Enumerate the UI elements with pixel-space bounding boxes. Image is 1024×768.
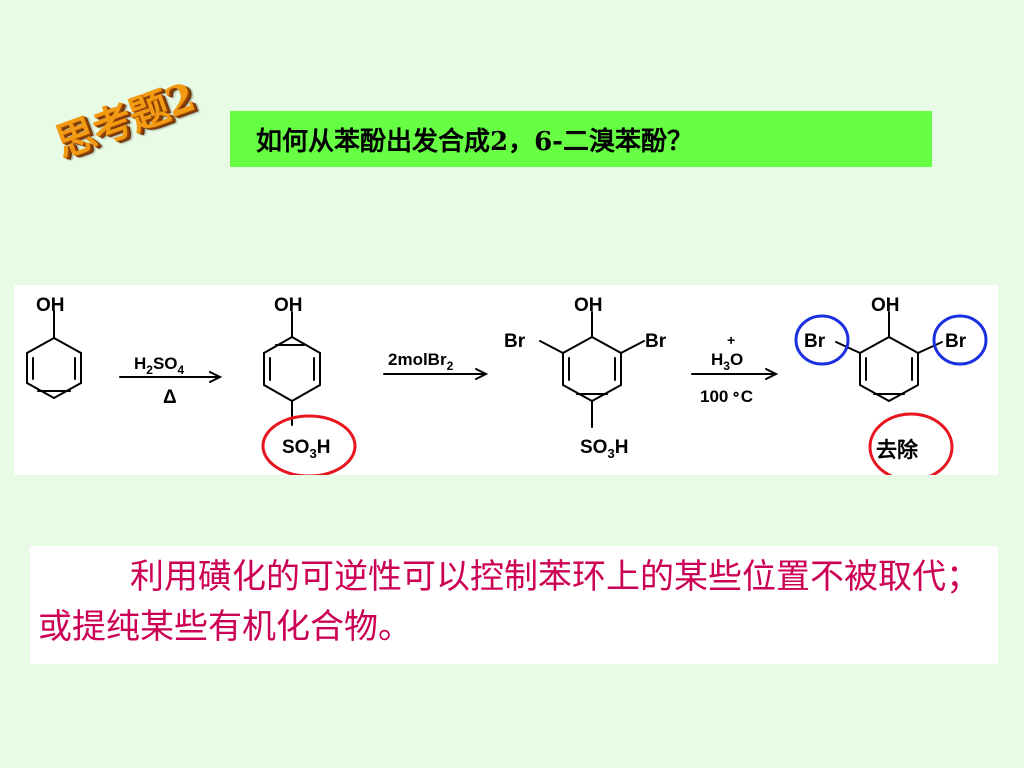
question-text: 如何从苯酚出发合成2，6-二溴苯酚？ (256, 126, 693, 157)
hydroxybenzenesulfonic-acid-structure (263, 311, 321, 426)
thinking-question-badge: 思考题2 (49, 73, 201, 168)
so3h-label-3: SO3H (580, 437, 628, 461)
step3-temperature: 100∘C (700, 386, 753, 406)
oh-label-2: OH (274, 295, 303, 316)
br-label-4-right: Br (945, 331, 967, 352)
step1-reagent: H2SO4 (134, 354, 185, 377)
br-left-highlight-circle (794, 314, 850, 366)
explanation-text: 利用磺化的可逆性可以控制苯环上的某些位置不被取代；或提纯某些有机化合物。 (38, 557, 980, 647)
question-banner: 如何从苯酚出发合成2，6-二溴苯酚？ (230, 111, 932, 167)
step1-condition: Δ (163, 387, 177, 408)
step3-plus: + (727, 332, 735, 348)
reaction-scheme: OH OH OH OH Br Br Br Br SO3H SO3H H2SO4 … (26, 295, 988, 475)
step3-reagent: H3O (711, 350, 743, 373)
so3h-label-2: SO3H (282, 437, 330, 461)
step2-reagent: 2molBr2 (388, 350, 454, 373)
br-label-4-left: Br (804, 331, 826, 352)
reaction-scheme-panel: OH OH OH OH Br Br Br Br SO3H SO3H H2SO4 … (14, 285, 998, 475)
remove-label: 去除 (876, 438, 919, 462)
br-right-highlight-circle (932, 314, 988, 366)
oh-label-3: OH (574, 295, 603, 316)
oh-label-1: OH (36, 295, 65, 316)
explanation-box: 利用磺化的可逆性可以控制苯环上的某些位置不被取代；或提纯某些有机化合物。 (30, 546, 998, 664)
phenol-structure (26, 310, 82, 400)
remove-highlight-circle (868, 412, 954, 475)
br-label-3-right: Br (645, 331, 667, 352)
dibromophenol-structure (835, 311, 943, 403)
oh-label-4: OH (871, 295, 900, 316)
br-label-3-left: Br (504, 331, 526, 352)
dibromo-hydroxybenzenesulfonic-acid-structure (539, 311, 645, 428)
so3h-highlight-circle (261, 414, 357, 475)
